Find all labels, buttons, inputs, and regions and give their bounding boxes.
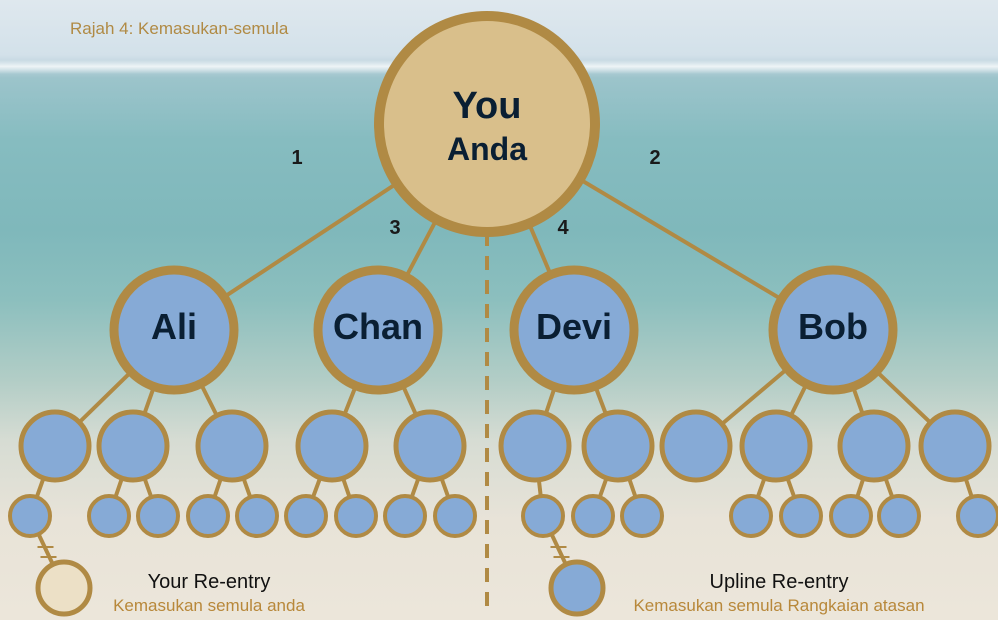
node-l4-3 bbox=[136, 494, 180, 538]
node-ali-3 bbox=[195, 409, 269, 483]
node-l4-14 bbox=[779, 494, 823, 538]
tree-nodes bbox=[8, 11, 998, 617]
node-l4-9 bbox=[433, 494, 477, 538]
node-ali-1 bbox=[18, 409, 92, 483]
node-upline-reentry bbox=[548, 559, 606, 617]
figure-caption: Rajah 4: Kemasukan-semula bbox=[70, 19, 289, 38]
legend-own-title: Your Re-entry bbox=[148, 571, 271, 593]
edge-label-devi: 4 bbox=[557, 217, 569, 239]
node-l4-12 bbox=[620, 494, 664, 538]
node-l4-6 bbox=[284, 494, 328, 538]
node-l4-4 bbox=[186, 494, 230, 538]
node-bob-1 bbox=[659, 409, 733, 483]
root-label-you: You bbox=[453, 85, 522, 127]
node-own-reentry bbox=[35, 559, 93, 617]
node-l4-8 bbox=[383, 494, 427, 538]
node-devi-1 bbox=[498, 409, 572, 483]
node-label-devi: Devi bbox=[536, 306, 612, 347]
node-label-bob: Bob bbox=[798, 306, 868, 347]
legend-upline-title: Upline Re-entry bbox=[710, 571, 849, 593]
node-l4-5 bbox=[235, 494, 279, 538]
node-chan-1 bbox=[295, 409, 369, 483]
node-l4-7 bbox=[334, 494, 378, 538]
node-bob-3 bbox=[837, 409, 911, 483]
edge-label-bob: 2 bbox=[649, 147, 660, 169]
node-l4-1 bbox=[8, 494, 52, 538]
node-chan bbox=[313, 265, 443, 395]
legend-own-subtitle: Kemasukan semula anda bbox=[113, 596, 305, 615]
node-ali bbox=[109, 265, 239, 395]
node-label-ali: Ali bbox=[151, 306, 197, 347]
node-l4-10 bbox=[521, 494, 565, 538]
node-l4-17 bbox=[956, 494, 998, 538]
node-chan-2 bbox=[393, 409, 467, 483]
node-l4-13 bbox=[729, 494, 773, 538]
node-label-chan: Chan bbox=[333, 306, 423, 347]
node-bob-4 bbox=[918, 409, 992, 483]
legend-upline-subtitle: Kemasukan semula Rangkaian atasan bbox=[633, 596, 924, 615]
node-ali-2 bbox=[96, 409, 170, 483]
node-l4-15 bbox=[829, 494, 873, 538]
node-devi bbox=[509, 265, 639, 395]
node-l4-11 bbox=[571, 494, 615, 538]
node-devi-2 bbox=[581, 409, 655, 483]
node-l4-16 bbox=[877, 494, 921, 538]
root-node-you bbox=[374, 11, 600, 237]
edge-label-ali: 1 bbox=[291, 147, 302, 169]
edge-label-chan: 3 bbox=[389, 217, 400, 239]
node-l4-2 bbox=[87, 494, 131, 538]
root-label-anda: Anda bbox=[447, 131, 527, 167]
node-bob bbox=[768, 265, 898, 395]
node-bob-2 bbox=[739, 409, 813, 483]
